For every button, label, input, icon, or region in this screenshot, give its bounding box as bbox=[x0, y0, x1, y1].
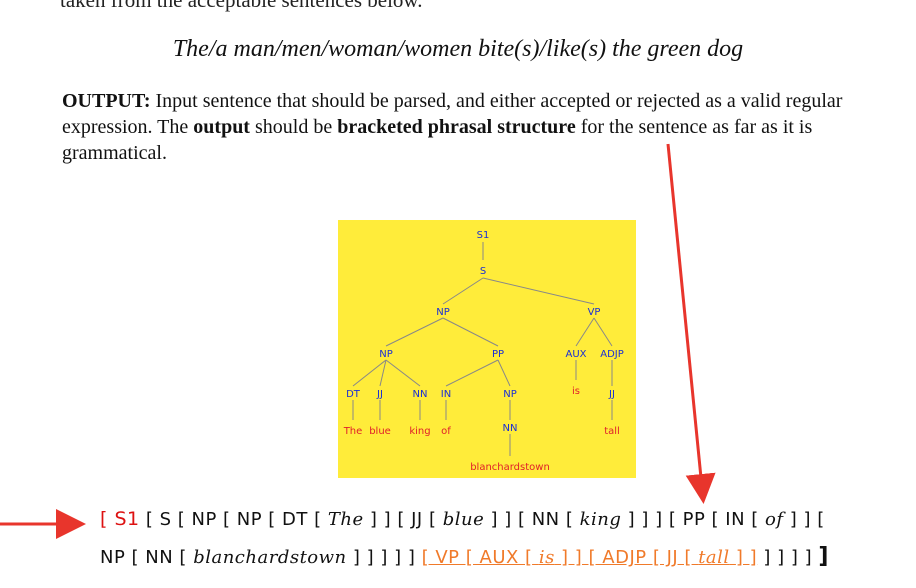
output-text-2: should be bbox=[249, 116, 338, 138]
node-jj-1: JJ bbox=[376, 389, 383, 400]
bracket-vp-segment: [ VP [ AUX [ is ] ] [ ADJP [ JJ [ tall ]… bbox=[422, 547, 758, 568]
tree-leaf-words: The blue king of is tall blanchardstown bbox=[343, 386, 620, 473]
bracket-s1-open: [ S1 bbox=[100, 508, 140, 530]
word-king: king bbox=[409, 426, 430, 437]
parse-tree-figure: S1 S NP VP NP PP AUX ADJP DT JJ NN IN NP… bbox=[338, 220, 636, 478]
node-np-pp: NP bbox=[503, 389, 517, 400]
bracket-word-of: of bbox=[765, 509, 784, 530]
output-text-3: for the sentence as far as it is grammat… bbox=[62, 116, 813, 164]
word-the: The bbox=[343, 426, 363, 437]
bracket-l2-part-3: ] ] ] ] bbox=[763, 547, 813, 568]
bracket-vp-part-c: ] ] bbox=[735, 547, 758, 568]
bracket-word-is: is bbox=[538, 547, 555, 568]
node-nn-2: NN bbox=[503, 423, 518, 434]
node-vp: VP bbox=[588, 307, 601, 318]
bracket-word-blanchardstown: blanchardstown bbox=[193, 547, 347, 568]
word-blanchardstown: blanchardstown bbox=[470, 462, 550, 473]
word-tall: tall bbox=[604, 426, 620, 437]
word-blue: blue bbox=[369, 426, 391, 437]
bracket-word-king: king bbox=[579, 509, 622, 530]
bracket-final-close: ] bbox=[818, 544, 829, 569]
node-in: IN bbox=[441, 389, 451, 400]
node-aux: AUX bbox=[565, 349, 586, 360]
node-jj-2: JJ bbox=[608, 389, 615, 400]
bracket-l2-part-1: NP [ NN [ bbox=[100, 547, 187, 568]
parse-tree-svg: S1 S NP VP NP PP AUX ADJP DT JJ NN IN NP… bbox=[343, 230, 624, 473]
node-dt: DT bbox=[346, 389, 361, 400]
bracket-l1-part-2: ] ] [ JJ [ bbox=[369, 509, 437, 530]
output-label: OUTPUT: bbox=[62, 90, 151, 112]
bracket-vp-part-b: ] ] [ ADJP [ JJ [ bbox=[561, 547, 692, 568]
node-adjp: ADJP bbox=[600, 349, 624, 360]
bracket-vp-part-a: [ VP [ AUX [ bbox=[421, 547, 533, 568]
output-bold-2: bracketed phrasal structure bbox=[337, 116, 576, 138]
node-np-top: NP bbox=[436, 307, 450, 318]
output-text-1: Input sentence that should be parsed, an… bbox=[62, 90, 843, 138]
down-arrow bbox=[666, 143, 716, 504]
bracket-word-tall: tall bbox=[698, 547, 730, 568]
node-nn-1: NN bbox=[413, 389, 428, 400]
tree-edges bbox=[352, 242, 613, 456]
word-is: is bbox=[572, 386, 580, 397]
tree-node-labels: S1 S NP VP NP PP AUX ADJP DT JJ NN IN NP… bbox=[346, 230, 624, 434]
word-of: of bbox=[441, 426, 451, 437]
bracket-l1-part-1: [ S [ NP [ NP [ DT [ bbox=[145, 509, 322, 530]
node-np-sub: NP bbox=[379, 349, 393, 360]
node-s: S bbox=[480, 266, 486, 277]
bracket-word-blue: blue bbox=[442, 509, 485, 530]
bracket-l1-part-4: ] ] ] [ PP [ IN [ bbox=[627, 509, 759, 530]
bracket-line-1: [ S1 [ S [ NP [ NP [ DT [ The ] ] [ JJ [… bbox=[100, 508, 825, 530]
output-paragraph: OUTPUT: Input sentence that should be pa… bbox=[62, 88, 852, 166]
node-pp: PP bbox=[492, 349, 504, 360]
output-bold-1: output bbox=[193, 116, 250, 138]
bracket-l1-part-3: ] ] [ NN [ bbox=[490, 509, 574, 530]
example-sentence: The/a man/men/woman/women bite(s)/like(s… bbox=[172, 36, 744, 62]
node-s1: S1 bbox=[477, 230, 490, 241]
bracket-l2-part-2: ] ] ] ] ] bbox=[352, 547, 416, 568]
bracket-l1-part-5: ] ] [ bbox=[789, 509, 825, 530]
bracket-line-2: NP [ NN [ blanchardstown ] ] ] ] ] [ VP … bbox=[100, 544, 829, 569]
top-fragment: taken from the acceptable sentences belo… bbox=[60, 0, 423, 12]
bracket-word-the: The bbox=[327, 509, 364, 530]
